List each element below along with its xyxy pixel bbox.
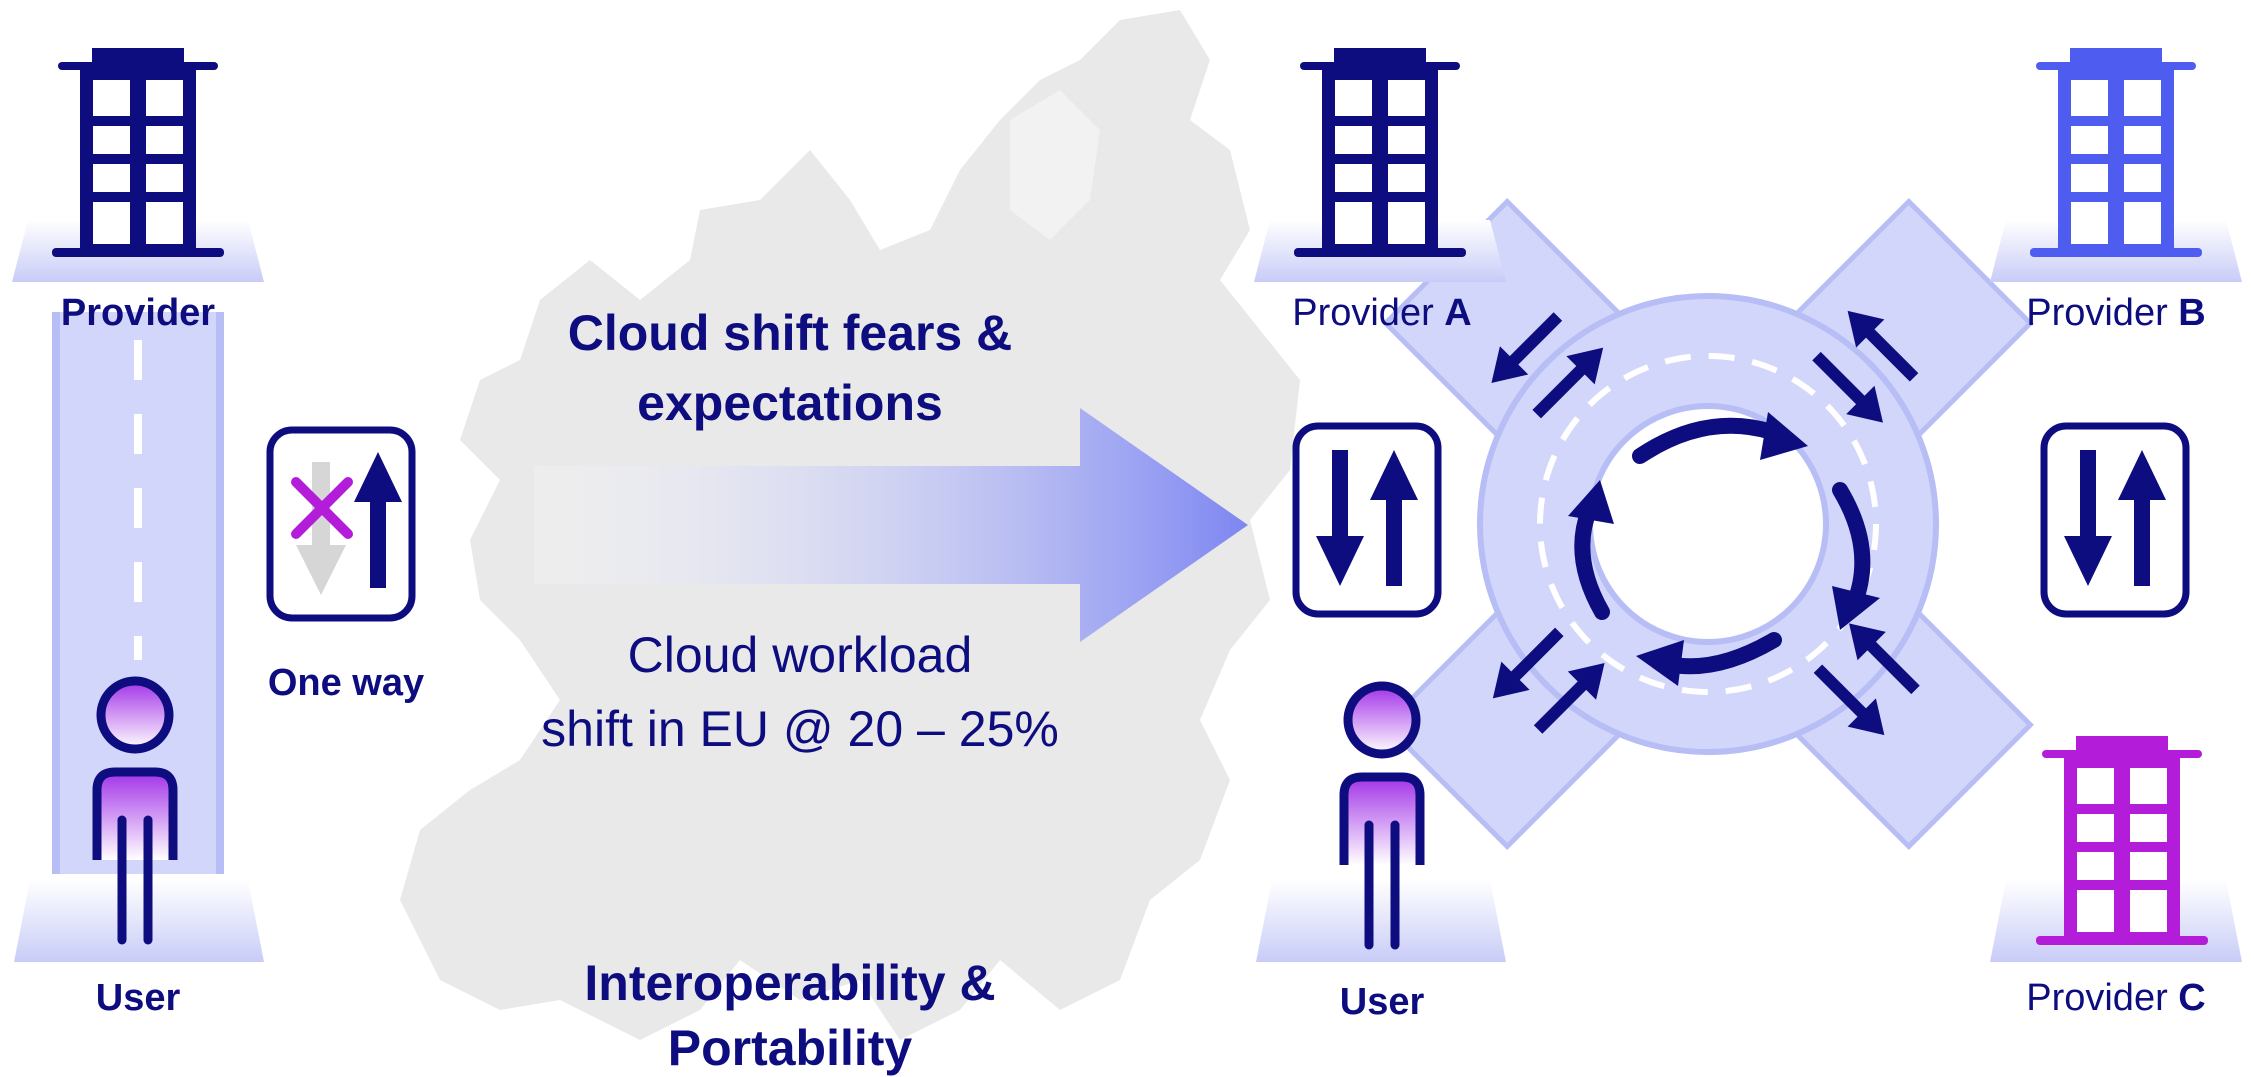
roundabout-roads: [1382, 198, 2034, 850]
up-arrow-icon: [354, 452, 402, 588]
provider-b-building-icon: [2030, 48, 2202, 257]
provider-b-letter: B: [2178, 292, 2205, 334]
cross-icon: [291, 477, 353, 539]
footer-line-2: Portability: [668, 1020, 913, 1076]
right-user-person-icon: [1339, 681, 1425, 950]
headline-line-2: expectations: [637, 375, 943, 431]
transition-arrow: [534, 408, 1248, 642]
provider-a-building-icon: [1294, 48, 1466, 257]
road-arrows-provider-b: [1812, 310, 1919, 423]
down-arrow-icon: [2064, 450, 2112, 586]
circular-traffic-arrows: [1568, 412, 1880, 686]
provider-a-label: Provider A: [1292, 292, 1472, 334]
provider-c-prefix: Provider: [2026, 977, 2178, 1019]
two-way-sign-right: [2040, 422, 2190, 618]
provider-c-building-icon: [2036, 736, 2208, 945]
provider-b-label: Provider B: [2026, 292, 2206, 334]
one-way-road: [52, 312, 224, 874]
two-way-sign-left: [1292, 422, 1442, 618]
road-arrows-provider-c: [1813, 623, 1920, 736]
provider-b-prefix: Provider: [2026, 292, 2178, 334]
left-provider-building-icon: [52, 48, 224, 257]
left-user-person-icon: [92, 676, 178, 945]
provider-c-label: Provider C: [2026, 977, 2206, 1019]
one-way-caption: One way: [268, 662, 424, 704]
road-arrows-user: [1492, 627, 1605, 734]
provider-a-prefix: Provider: [1292, 292, 1444, 334]
provider-c-letter: C: [2178, 977, 2205, 1019]
road-arrows-provider-a: [1491, 312, 1604, 419]
provider-a-letter: A: [1444, 292, 1471, 334]
left-provider-label: Provider: [61, 292, 215, 334]
footer-line-1: Interoperability &: [584, 955, 995, 1011]
headline-line-1: Cloud shift fears &: [568, 305, 1012, 361]
down-arrow-icon: [1316, 450, 1364, 586]
left-user-pedestal: [14, 880, 264, 962]
stat-line-1: Cloud workload: [628, 627, 973, 683]
up-arrow-icon: [1370, 450, 1418, 586]
stat-line-2: shift in EU @ 20 – 25%: [541, 701, 1059, 757]
left-user-label: User: [96, 977, 181, 1019]
right-user-label: User: [1340, 981, 1425, 1023]
up-arrow-icon: [2118, 450, 2166, 586]
right-user-pedestal: [1256, 880, 1506, 962]
